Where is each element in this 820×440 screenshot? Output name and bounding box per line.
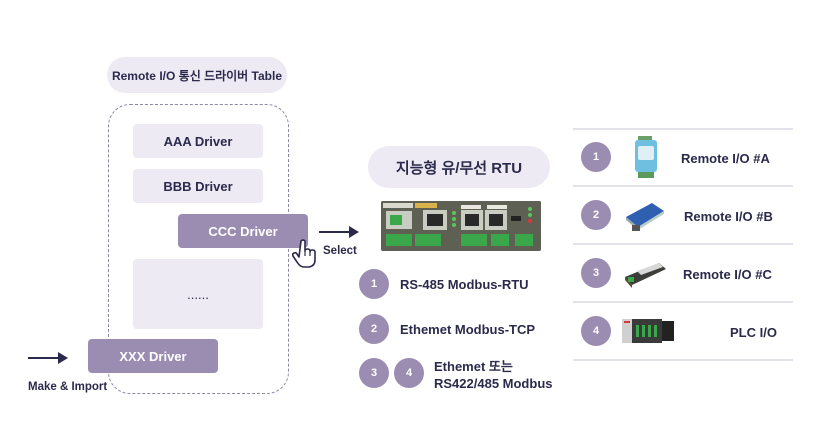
divider: [573, 185, 793, 187]
io-label-plc: PLC I/O: [730, 325, 777, 340]
plc-rack-icon: [622, 319, 676, 343]
io-badge-4: 4: [581, 316, 611, 346]
make-import-label: Make & Import: [28, 381, 108, 393]
driver-table-title: Remote I/O 통신 드라이버 Table: [107, 57, 287, 93]
select-label: Select: [323, 245, 357, 257]
rtu-title: 지능형 유/무선 RTU: [368, 146, 550, 188]
rtu-device-image: [381, 201, 541, 251]
io-label-remote-b: Remote I/O #B: [684, 209, 773, 224]
protocol-badge-3: 3: [359, 358, 389, 388]
io-badge-2: 2: [581, 200, 611, 230]
protocol-label-ethernet-tcp: Ethemet Modbus-TCP: [400, 322, 536, 337]
din-rail-module-icon: [633, 136, 659, 178]
driver-item-aaa[interactable]: AAA Driver: [133, 124, 263, 158]
io-badge-3: 3: [581, 258, 611, 288]
terminal-block-module-icon: [623, 261, 667, 289]
io-label-remote-a: Remote I/O #A: [681, 151, 770, 166]
divider: [573, 128, 793, 130]
driver-item-ccc-selected[interactable]: CCC Driver: [178, 214, 308, 248]
protocol-label-ethernet-rs422-line2: RS422/485 Modbus: [434, 376, 553, 391]
io-badge-1: 1: [581, 142, 611, 172]
io-label-remote-c: Remote I/O #C: [683, 267, 772, 282]
driver-item-xxx-imported[interactable]: XXX Driver: [88, 339, 218, 373]
driver-table-container: [108, 104, 289, 394]
driver-item-bbb[interactable]: BBB Driver: [133, 169, 263, 203]
driver-item-placeholder: ......: [133, 259, 263, 329]
protocol-badge-4: 4: [394, 358, 424, 388]
divider: [573, 243, 793, 245]
select-arrow-icon: [319, 226, 359, 238]
protocol-label-ethernet-rs422-line1: Ethemet 또는: [434, 359, 513, 374]
import-arrow-icon: [28, 352, 68, 364]
hand-cursor-icon: [291, 238, 318, 268]
divider: [573, 359, 793, 361]
serial-converter-icon: [624, 199, 666, 233]
protocol-badge-1: 1: [359, 269, 389, 299]
protocol-badge-2: 2: [359, 314, 389, 344]
protocol-label-rs485: RS-485 Modbus-RTU: [400, 277, 529, 292]
divider: [573, 301, 793, 303]
